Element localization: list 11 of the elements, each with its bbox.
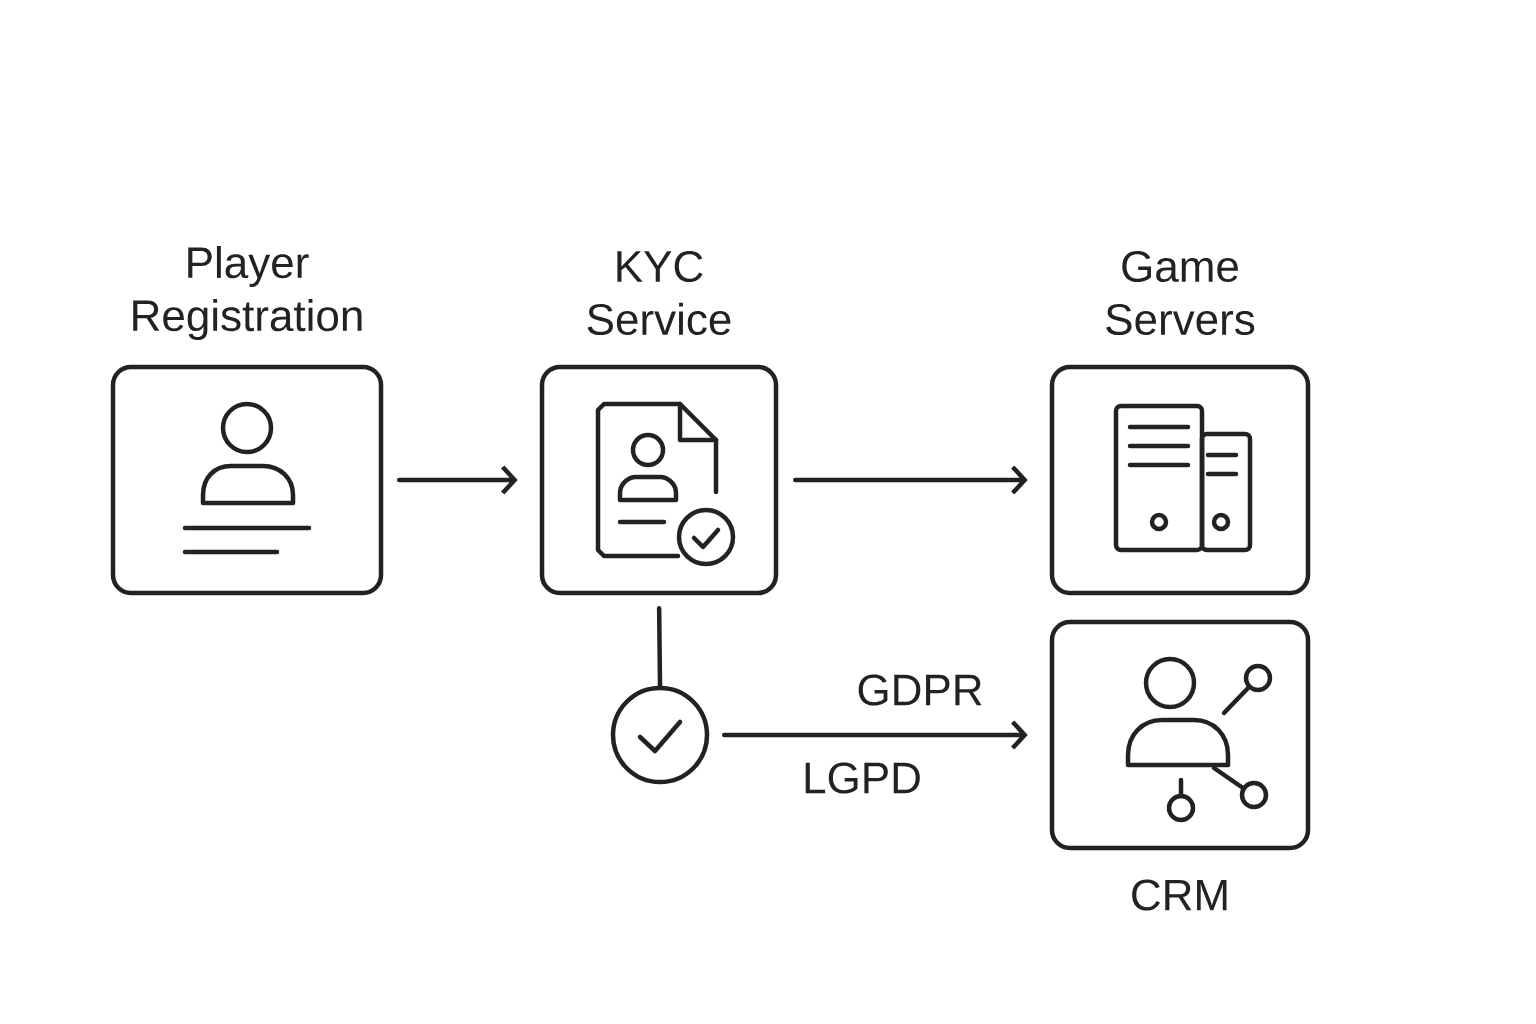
- box-heading: CRM: [1132, 879, 1227, 911]
- box-heading: KYC Service: [587, 250, 731, 336]
- arrow: [793, 465, 1028, 495]
- arrow: [397, 465, 518, 495]
- edge-label: GDPR: [854, 672, 986, 708]
- check-circle: [610, 685, 710, 785]
- box-heading: Player Registration: [133, 246, 362, 340]
- connector-line: [656, 606, 663, 688]
- box-heading: Game Servers: [1106, 250, 1255, 336]
- regulation-label: LGPD: [800, 760, 924, 796]
- arrow: [722, 720, 1028, 750]
